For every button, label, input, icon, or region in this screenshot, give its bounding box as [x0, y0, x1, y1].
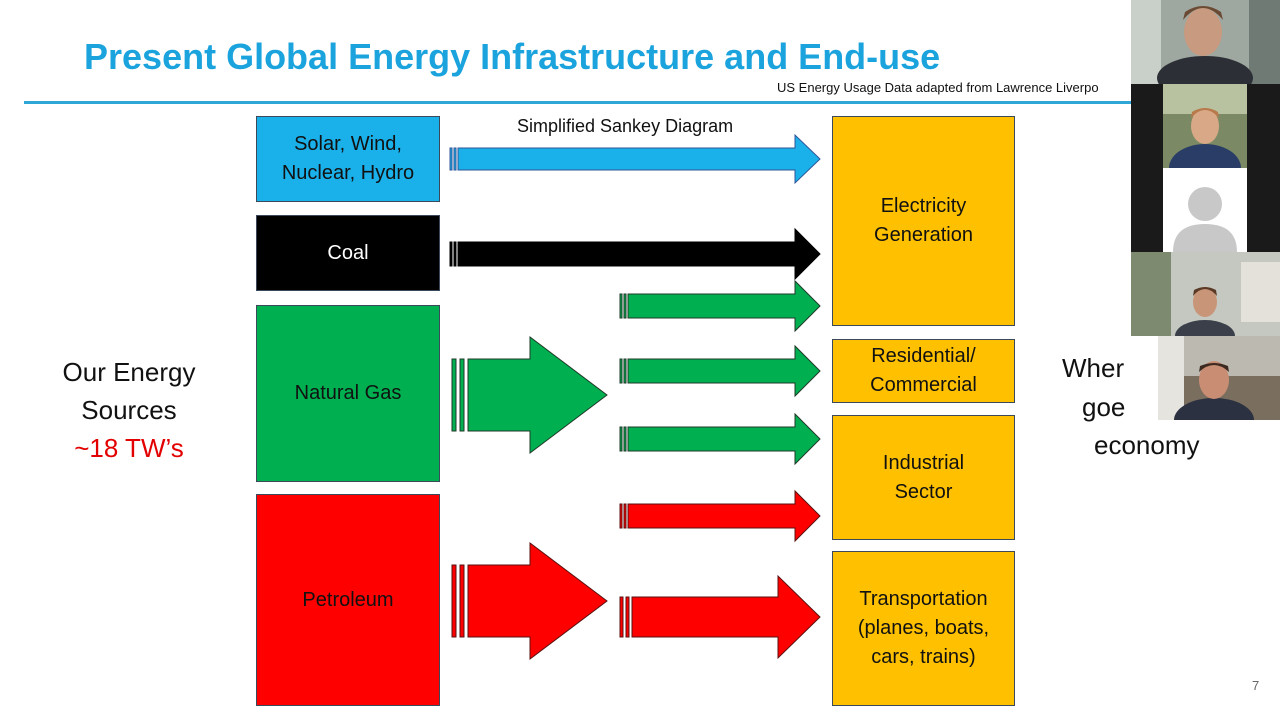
sink-label-industrial-line1: Industrial [882, 451, 965, 474]
where-energy-goes-line1: Wher [1062, 353, 1125, 383]
sink-label-industrial-line2: Sector [894, 480, 953, 503]
flow-arrow-renewables-electricity [449, 133, 821, 185]
source-label-coal: Coal [327, 241, 369, 264]
flow-arrow-petroleum-main [451, 541, 608, 661]
sink-label-residential-line1: Residential/ [871, 345, 976, 367]
source-label-natural-gas: Natural Gas [294, 382, 402, 404]
sink-label-transportation-line3: cars, trains) [871, 646, 976, 668]
sink-box-residential: Residential/ Commercial [832, 339, 1015, 403]
source-box-renewables: Solar, Wind, Nuclear, Hydro [256, 116, 440, 202]
source-box-petroleum: Petroleum [256, 494, 440, 706]
sink-label-residential-line2: Commercial [870, 374, 977, 396]
video-tile-spacer-right [1247, 84, 1280, 252]
sink-label-transportation-line1: Transportation [859, 588, 988, 610]
energy-sources-line2: Sources [81, 395, 177, 425]
where-energy-goes-line2: goe [1082, 392, 1126, 422]
sink-label-electricity-line1: Electricity [880, 195, 967, 217]
video-tile-participant-4[interactable] [1131, 252, 1280, 336]
video-tile-participant-2[interactable] [1163, 84, 1247, 168]
sink-label-electricity-line2: Generation [874, 224, 973, 246]
sink-box-industrial: Industrial Sector [832, 415, 1015, 540]
flow-arrow-petroleum-transportation [619, 574, 821, 660]
slide-title: Present Global Energy Infrastructure and… [84, 36, 941, 77]
flow-arrow-coal-electricity [449, 227, 821, 281]
participant-4-video [1131, 252, 1280, 336]
participant-1-video [1131, 0, 1280, 84]
participant-5-video [1158, 336, 1280, 420]
avatar-placeholder-icon [1163, 168, 1247, 252]
where-energy-goes-line3: economy [1094, 430, 1200, 460]
source-label-renewables-line2: Nuclear, Hydro [281, 162, 415, 184]
video-tile-participant-5[interactable] [1158, 336, 1280, 420]
source-box-coal: Coal [256, 215, 440, 291]
source-label-renewables-line1: Solar, Wind, [294, 133, 402, 155]
flow-arrow-gas-industrial [619, 412, 821, 466]
sankey-caption: Simplified Sankey Diagram [517, 116, 734, 136]
source-box-natural-gas: Natural Gas [256, 305, 440, 482]
video-tile-spacer-left [1131, 84, 1163, 252]
title-divider [24, 101, 1164, 104]
energy-sources-total: ~18 TW’s [74, 433, 184, 463]
sink-box-transportation: Transportation (planes, boats, cars, tra… [832, 551, 1015, 706]
source-note: US Energy Usage Data adapted from Lawren… [777, 80, 1099, 95]
sink-box-electricity: Electricity Generation [832, 116, 1015, 326]
energy-sources-line1: Our Energy [62, 357, 196, 387]
video-tile-participant-3-no-video[interactable] [1163, 168, 1247, 252]
slide-page-number: 7 [1252, 678, 1260, 693]
video-tile-participant-1[interactable] [1131, 0, 1280, 84]
source-label-petroleum: Petroleum [302, 588, 394, 611]
flow-arrow-natural-gas-main [451, 335, 608, 455]
participant-2-video [1163, 84, 1247, 168]
sink-label-transportation-line2: (planes, boats, [857, 617, 990, 639]
flow-arrow-gas-electricity [619, 279, 821, 333]
flow-arrow-petroleum-industrial [619, 489, 821, 543]
energy-sources-label: Our Energy Sources ~18 TW’s [34, 353, 224, 467]
flow-arrow-gas-residential [619, 344, 821, 398]
